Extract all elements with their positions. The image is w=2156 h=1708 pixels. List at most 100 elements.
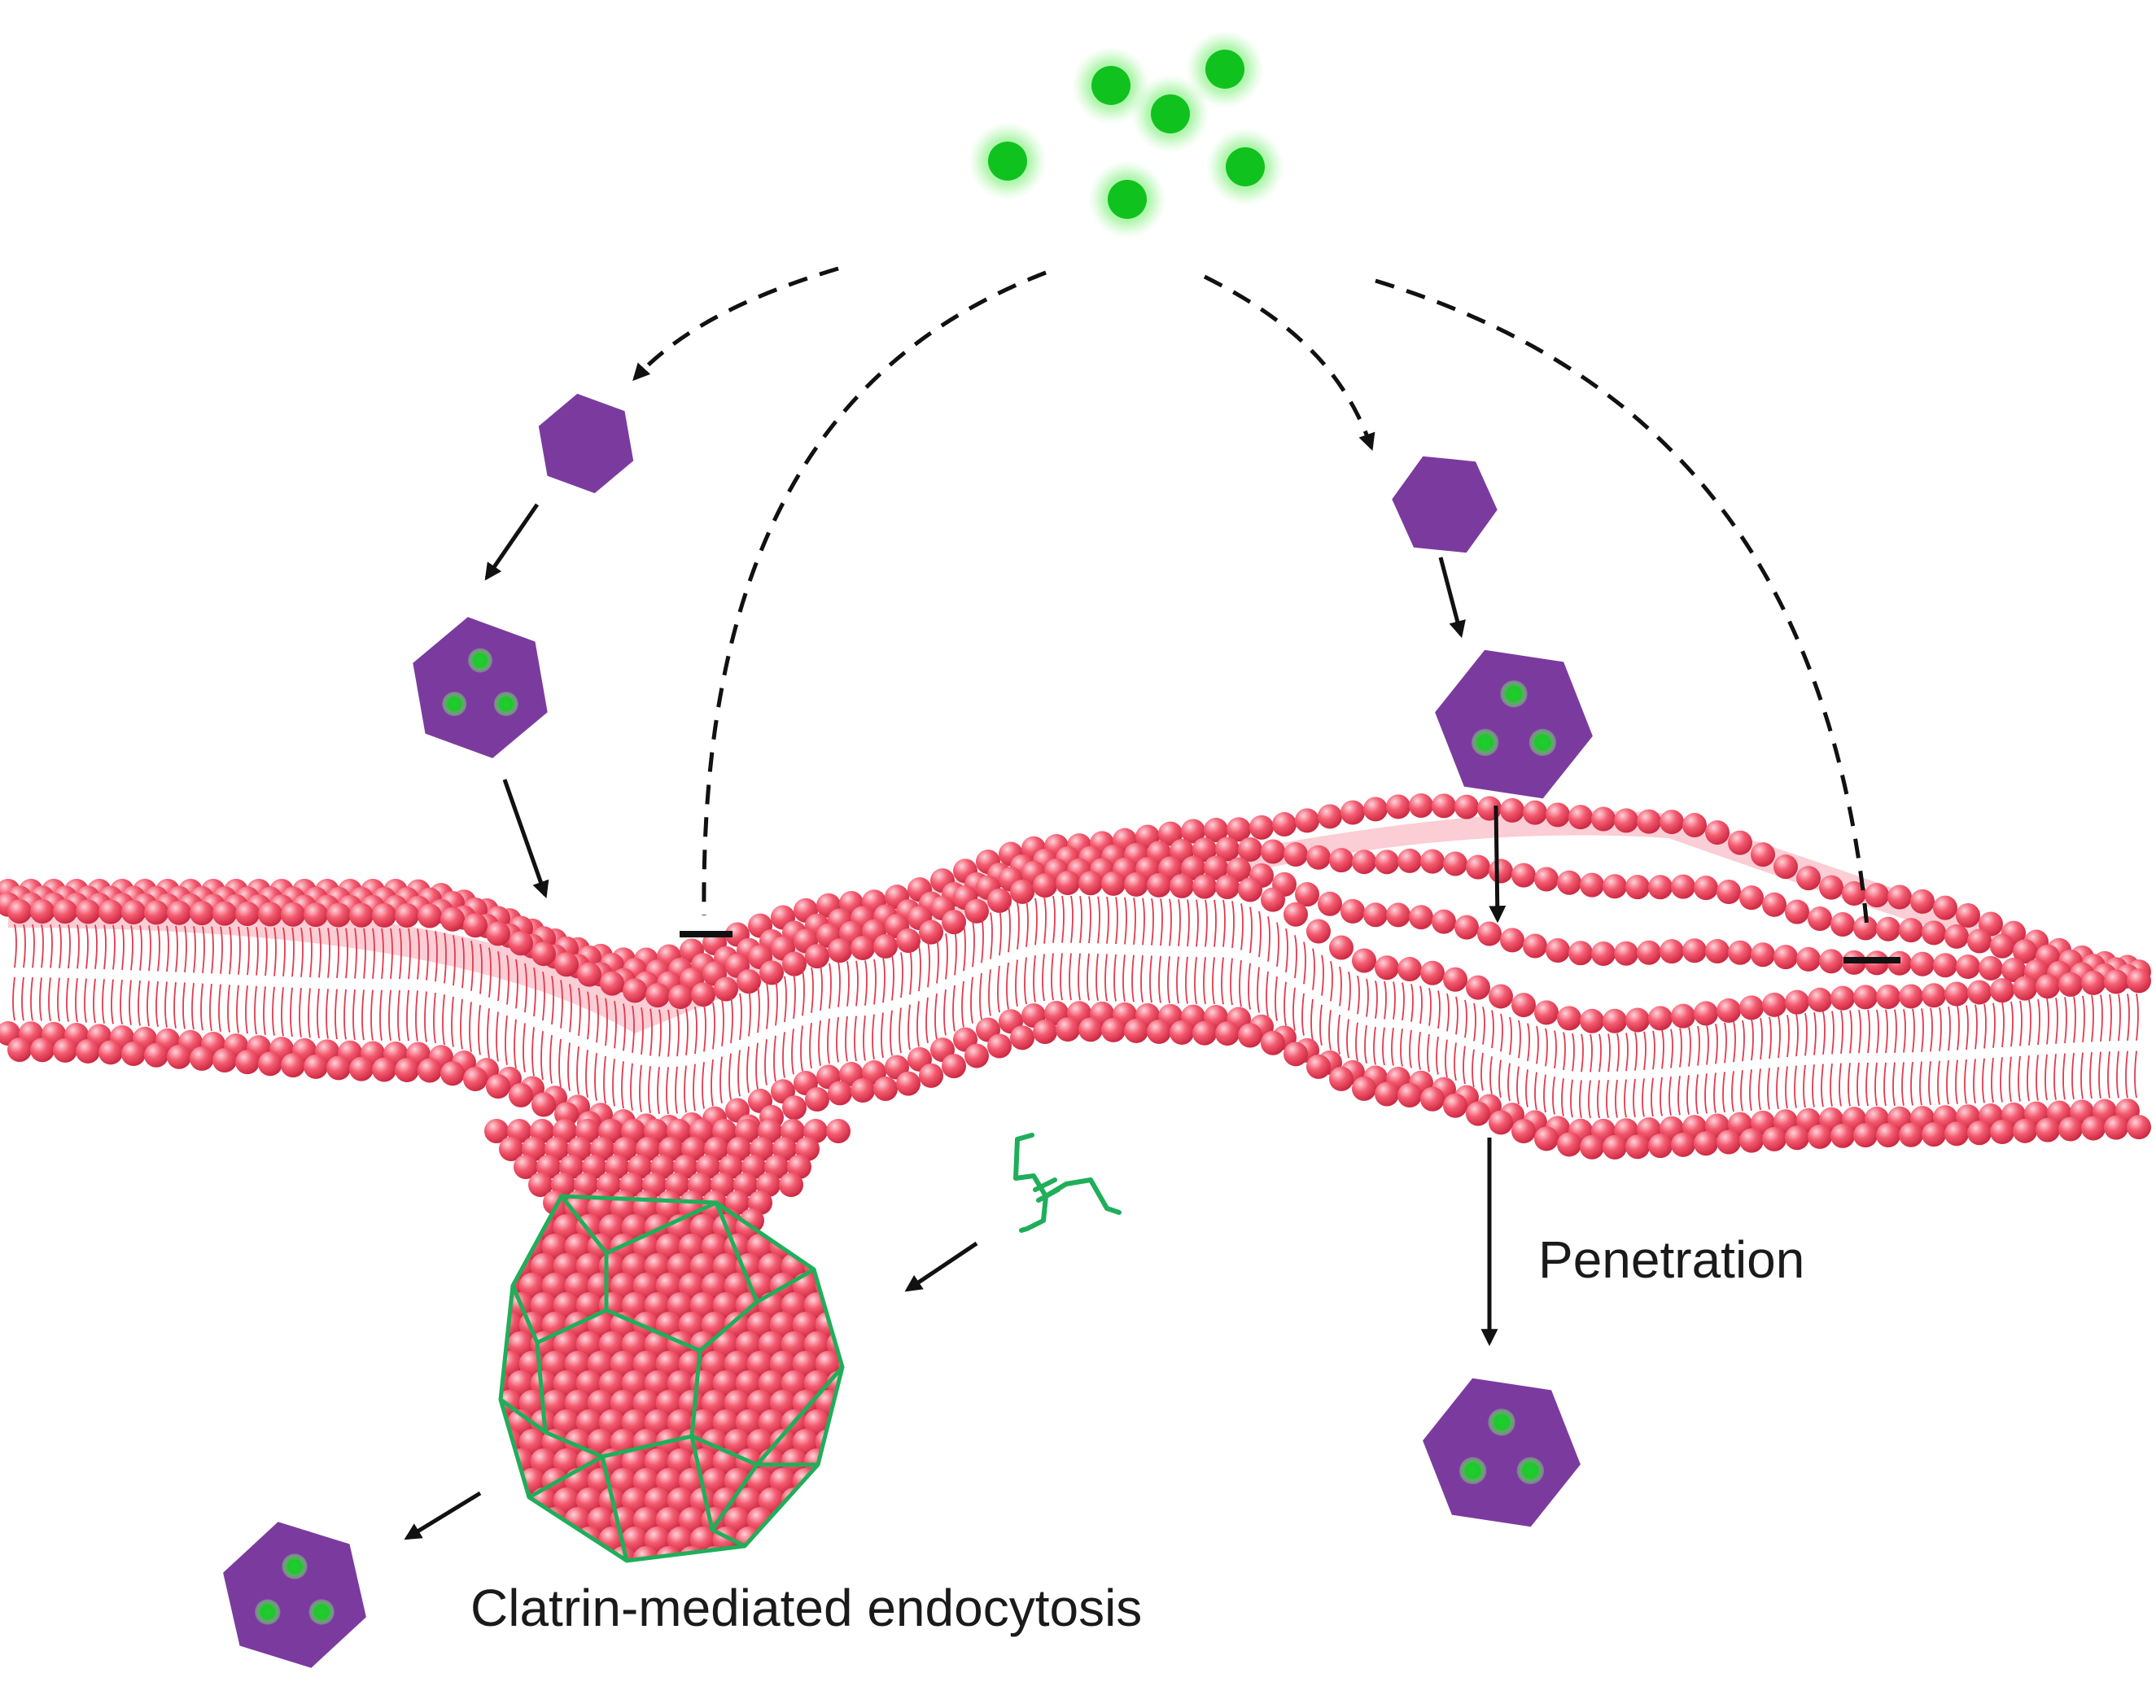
vesicle-lipid bbox=[724, 1429, 750, 1455]
lipid-tail bbox=[1178, 898, 1181, 946]
lipid-tail bbox=[1668, 1076, 1672, 1116]
vesicle-lipid bbox=[598, 1409, 625, 1435]
lipid-tail bbox=[77, 924, 80, 969]
lipid-head bbox=[1329, 1066, 1354, 1091]
lipid-tail bbox=[2107, 1051, 2110, 1099]
lipid-tail bbox=[1509, 1016, 1512, 1055]
lipid-tail bbox=[442, 994, 445, 1046]
vesicle-lipid bbox=[553, 1370, 579, 1396]
vesicle-lipid bbox=[746, 1546, 773, 1561]
vesicle-lipid bbox=[850, 1370, 876, 1396]
lipid-tail bbox=[426, 929, 429, 981]
lipid-head bbox=[1443, 967, 1467, 992]
lipid-head bbox=[121, 1041, 146, 1066]
vesicle-lipid bbox=[724, 1507, 750, 1533]
lipid-tail bbox=[300, 927, 304, 977]
vesicle-lipid bbox=[553, 1448, 579, 1474]
lipid-tail bbox=[1482, 1007, 1485, 1045]
vesicle-lipid bbox=[632, 1273, 659, 1299]
lipid-tail bbox=[882, 957, 886, 1003]
lipid-tail bbox=[1785, 1066, 1788, 1109]
vesicle-lipid bbox=[507, 1409, 534, 1435]
vesicle-lipid bbox=[587, 1390, 614, 1416]
lipid-tail bbox=[837, 962, 841, 1007]
vesicle-lipid bbox=[655, 1507, 682, 1533]
vesicle-lipid bbox=[564, 1234, 591, 1260]
membrane-upper-leaflet bbox=[0, 793, 2151, 1033]
lipid-head bbox=[1466, 1101, 1490, 1126]
lipid-tail bbox=[1149, 955, 1152, 1003]
vesicle-lipid bbox=[667, 1253, 693, 1279]
lipid-tail bbox=[1472, 1049, 1475, 1088]
lipid-tail bbox=[139, 925, 142, 971]
loaded-nanoparticle bbox=[1500, 680, 1528, 708]
lipid-head bbox=[577, 962, 601, 987]
lipid-head bbox=[1432, 793, 1456, 819]
lipid-tail bbox=[1446, 993, 1450, 1032]
lipid-head bbox=[1466, 975, 1490, 1000]
loaded-carrier-penetrated bbox=[1423, 1378, 1581, 1527]
vesicle-lipid bbox=[632, 1507, 659, 1533]
lipid-tail bbox=[1088, 896, 1091, 944]
lipid-head bbox=[1511, 993, 1536, 1018]
vesicle-lipid bbox=[667, 1487, 693, 1514]
lipid-head bbox=[304, 1054, 328, 1079]
lipid-head bbox=[1215, 837, 1240, 862]
lipid-head bbox=[1261, 839, 1285, 864]
lipid-tail bbox=[1695, 1074, 1699, 1115]
lipid-tail bbox=[2027, 1055, 2030, 1102]
lipid-head bbox=[851, 936, 875, 961]
lipid-tail bbox=[1410, 984, 1414, 1022]
lipid-head bbox=[1238, 1023, 1262, 1048]
lipid-head bbox=[1375, 955, 1399, 981]
lipid-tail bbox=[469, 1002, 472, 1052]
lipid-tail bbox=[576, 1046, 579, 1094]
lipid-head bbox=[2013, 1118, 2037, 1143]
lipid-tail bbox=[1776, 1067, 1779, 1109]
lipid-tail bbox=[1489, 1056, 1493, 1094]
lipid-tail bbox=[558, 1038, 562, 1088]
lipid-tail bbox=[94, 924, 98, 969]
lipid-head bbox=[1352, 948, 1376, 973]
lipid-head bbox=[805, 1086, 829, 1112]
lipid-tail bbox=[417, 928, 420, 980]
vesicle-lipid bbox=[501, 1214, 511, 1240]
vesicle-lipid bbox=[644, 1253, 671, 1279]
lipid-tail bbox=[531, 1027, 535, 1077]
lipid-tail bbox=[256, 927, 259, 976]
lipid-head bbox=[1716, 880, 1741, 905]
lipid-head bbox=[1728, 940, 1752, 965]
lipid-tail bbox=[1419, 985, 1423, 1024]
lipid-tail bbox=[317, 988, 320, 1039]
lipid-head bbox=[53, 1037, 77, 1063]
lipid-tail bbox=[361, 989, 365, 1041]
lipid-head bbox=[964, 898, 989, 924]
lipid-tail bbox=[934, 993, 938, 1040]
lipid-tail bbox=[1070, 895, 1074, 943]
lipid-tail bbox=[23, 924, 26, 968]
lipid-head bbox=[167, 1044, 191, 1069]
vesicle-lipid bbox=[644, 1527, 671, 1553]
lipid-head bbox=[1591, 806, 1616, 832]
lipid-tail bbox=[918, 945, 921, 992]
lipid-tail bbox=[1966, 1005, 1969, 1051]
lipid-tail bbox=[388, 989, 391, 1042]
vesicle-lipid bbox=[610, 1390, 636, 1416]
lipid-tail bbox=[515, 959, 518, 1009]
lipid-tail bbox=[1928, 1061, 1931, 1106]
vesicle-lipid bbox=[644, 1409, 671, 1435]
lipid-tail bbox=[397, 989, 400, 1042]
lipid-head bbox=[144, 900, 168, 925]
vesicle-lipid bbox=[655, 1468, 682, 1494]
lipid-head bbox=[1922, 920, 1946, 946]
lipid-head bbox=[326, 902, 351, 928]
lipid-tail bbox=[1769, 1016, 1772, 1059]
vesicle-lipid bbox=[746, 1312, 773, 1338]
lipid-head bbox=[1238, 877, 1262, 902]
vesicle-lipid bbox=[689, 1253, 716, 1279]
lipid-tail bbox=[182, 982, 186, 1029]
lipid-head bbox=[1967, 928, 1992, 954]
lipid-tail bbox=[1079, 896, 1082, 943]
vesicle-lipid bbox=[769, 1429, 796, 1455]
lipid-tail bbox=[1409, 1029, 1412, 1068]
